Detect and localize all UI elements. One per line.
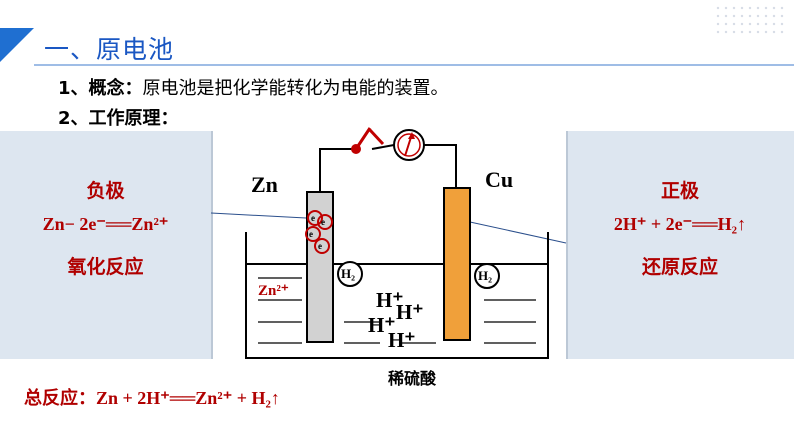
solution-label: 稀硫酸 bbox=[388, 369, 437, 388]
svg-text:e: e bbox=[321, 217, 325, 227]
h2-label-left: H₂ bbox=[341, 266, 356, 281]
copper-electrode bbox=[443, 187, 471, 341]
title-bar: 一、原电池 bbox=[0, 28, 794, 68]
anode-equation: Zn− 2e⁻══Zn²⁺ bbox=[42, 214, 169, 234]
switch-lever bbox=[354, 127, 372, 150]
concept-label: 1、概念： bbox=[58, 78, 143, 99]
zinc-label: Zn bbox=[251, 172, 278, 197]
wire-mid bbox=[371, 144, 395, 150]
anode-title: 负极 bbox=[86, 180, 125, 202]
wire-right bbox=[424, 144, 457, 188]
decorative-dot-grid bbox=[714, 4, 784, 34]
anode-pointer-line bbox=[210, 212, 307, 219]
svg-text:e: e bbox=[318, 241, 322, 251]
switch-contact bbox=[368, 128, 385, 146]
electrons bbox=[305, 210, 333, 254]
page-title: 一、原电池 bbox=[44, 35, 175, 64]
svg-text:e: e bbox=[309, 229, 313, 239]
title-underline bbox=[34, 64, 794, 66]
principle-label: 2、工作原理： bbox=[58, 108, 179, 129]
copper-label: Cu bbox=[485, 167, 514, 192]
cathode-reaction-type: 还原反应 bbox=[641, 256, 718, 278]
svg-text:e: e bbox=[311, 213, 315, 223]
anode-panel bbox=[0, 131, 213, 359]
total-reaction-label: 总反应： bbox=[24, 388, 96, 409]
total-reaction: 总反应：Zn + 2H⁺══Zn²⁺ + H₂↑ bbox=[24, 384, 280, 410]
cathode-equation: 2H⁺ + 2e⁻══H₂↑ bbox=[613, 214, 747, 234]
cathode-title: 正极 bbox=[660, 180, 699, 202]
h-ion: H⁺ bbox=[388, 328, 416, 352]
h2-label-right: H₂ bbox=[478, 268, 493, 283]
h2-bubble-left bbox=[337, 261, 363, 287]
h2-bubble-right bbox=[474, 263, 500, 289]
cathode-pointer-line bbox=[469, 221, 567, 244]
wire-left bbox=[319, 148, 356, 192]
h-ion: H⁺ bbox=[376, 288, 404, 312]
cathode-panel bbox=[566, 131, 794, 359]
h-ion: H⁺ bbox=[368, 313, 396, 337]
beaker-outline bbox=[245, 232, 549, 359]
h-ion: H⁺ bbox=[396, 300, 424, 324]
concept-text: 原电池是把化学能转化为电能的装置。 bbox=[142, 78, 449, 99]
anode-reaction-type: 氧化反应 bbox=[67, 256, 144, 278]
concept-line: 1、概念：原电池是把化学能转化为电能的装置。 bbox=[58, 74, 449, 100]
zinc-ion-label: Zn²⁺ bbox=[258, 283, 289, 299]
title-accent-shape bbox=[0, 28, 34, 62]
total-reaction-equation: Zn + 2H⁺══Zn²⁺ + H₂↑ bbox=[96, 388, 280, 408]
liquid-hatching bbox=[258, 277, 536, 344]
